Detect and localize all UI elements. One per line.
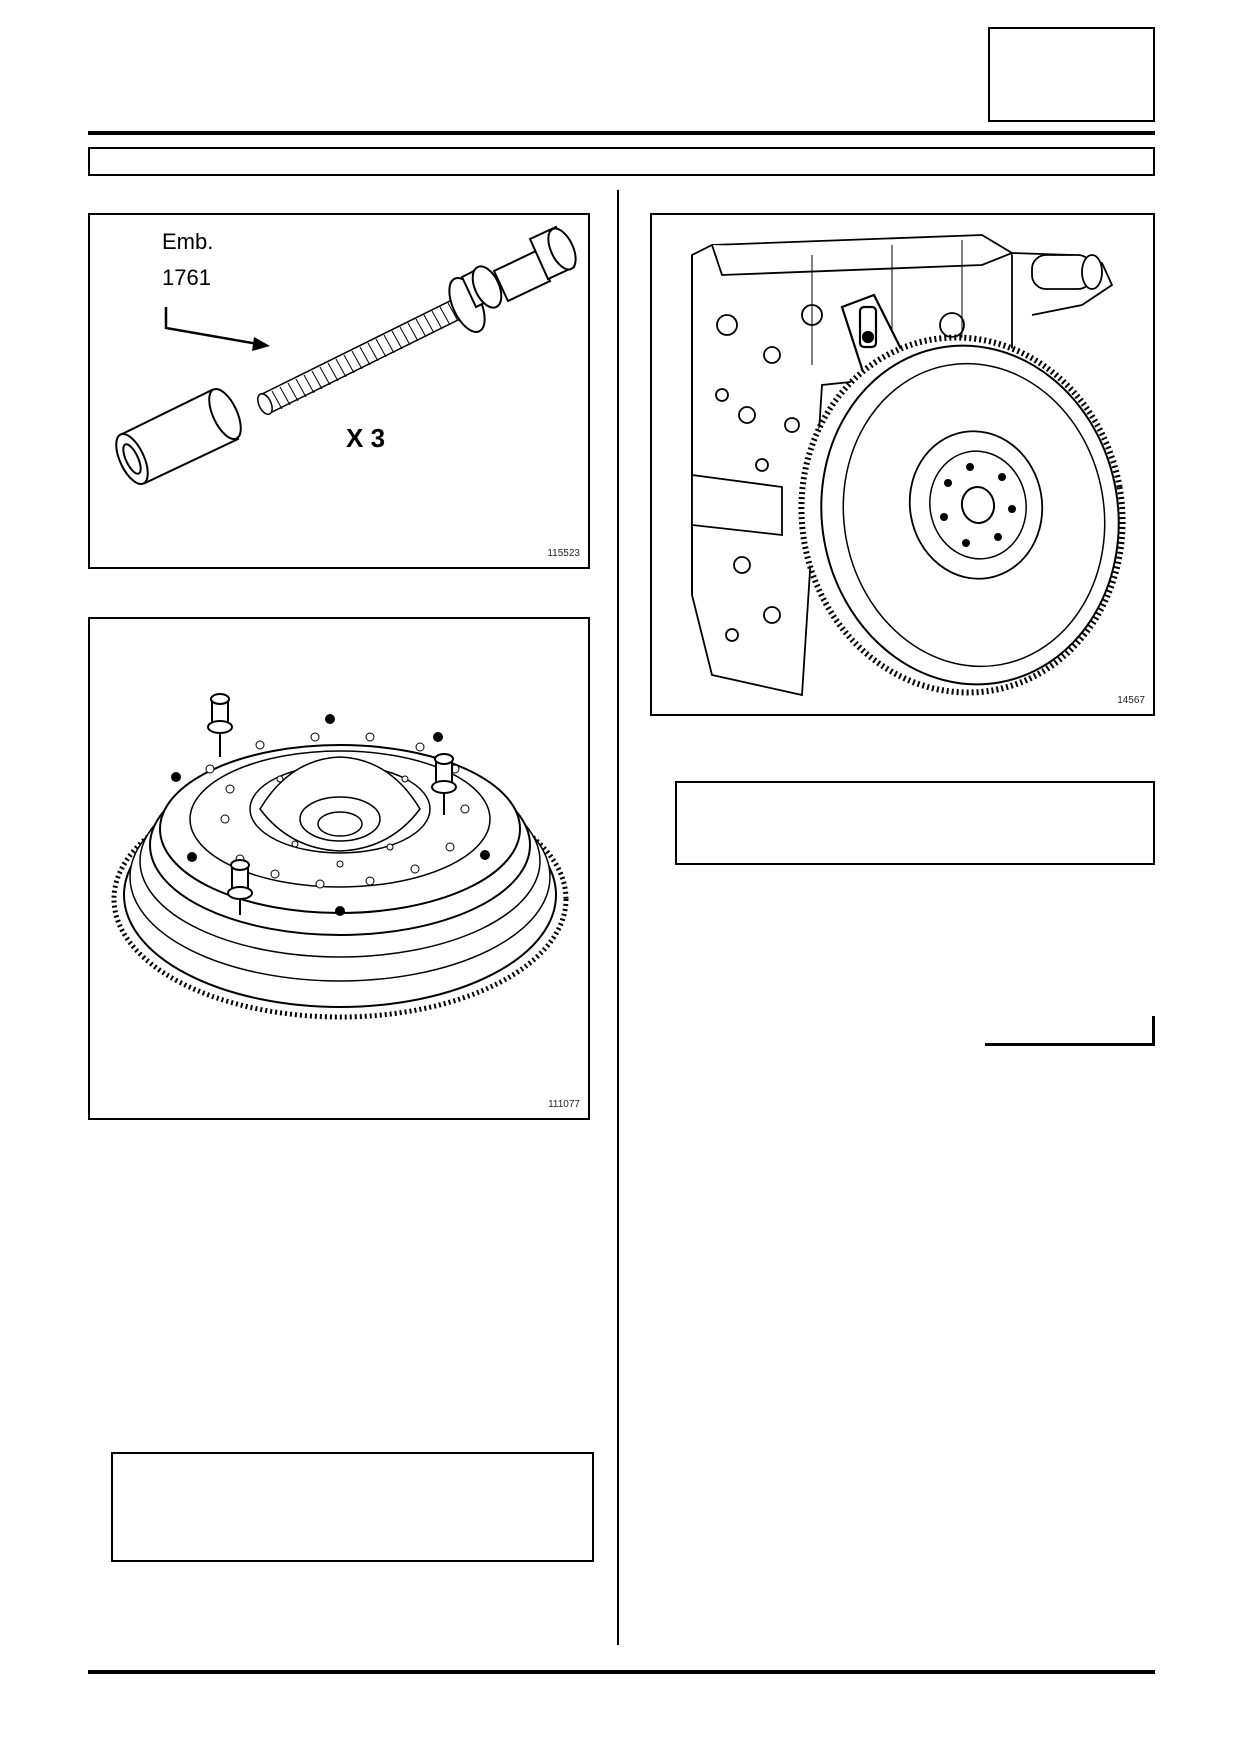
leader-arrow-icon xyxy=(164,307,270,351)
tool-label-line1: Emb. xyxy=(162,229,214,254)
tool-quantity-label: X 3 xyxy=(346,423,386,453)
flywheel-icon xyxy=(798,334,1126,696)
extraction-tool-icon xyxy=(207,693,457,915)
figure-engine-flywheel-lock: 14567 xyxy=(650,213,1155,716)
flywheel-bolt-icon xyxy=(940,463,1016,547)
header-reference-box xyxy=(988,27,1155,122)
end-bracket-vertical xyxy=(1152,1016,1155,1046)
figure-tool-emb-1761: Emb. 1761 X 3 xyxy=(88,213,590,569)
threaded-rod-icon xyxy=(257,296,470,416)
right-note-box xyxy=(675,781,1155,865)
bolt-icon xyxy=(171,714,490,916)
rivet-holes-icon xyxy=(205,732,470,889)
left-note-box xyxy=(111,1452,594,1562)
footer-rule xyxy=(88,1670,1155,1674)
title-bar xyxy=(88,147,1155,176)
end-bracket-horizontal xyxy=(985,1043,1155,1046)
header-top-rule xyxy=(88,131,1155,135)
clutch-plate-icon xyxy=(159,744,521,914)
figure-id-label: 111077 xyxy=(548,1099,580,1110)
tool-label-line2: 1761 xyxy=(162,265,211,290)
column-divider xyxy=(617,190,619,1645)
figure-id-label: 14567 xyxy=(1117,695,1145,706)
tool-drawing xyxy=(115,225,577,485)
tube-sleeve-icon xyxy=(115,388,242,485)
flywheel-drawing xyxy=(111,693,569,1020)
nut-washer-icon xyxy=(448,225,577,333)
figure-flywheel: 111077 xyxy=(88,617,590,1120)
engine-drawing xyxy=(691,234,1126,697)
figure-id-label: 115523 xyxy=(547,548,580,559)
